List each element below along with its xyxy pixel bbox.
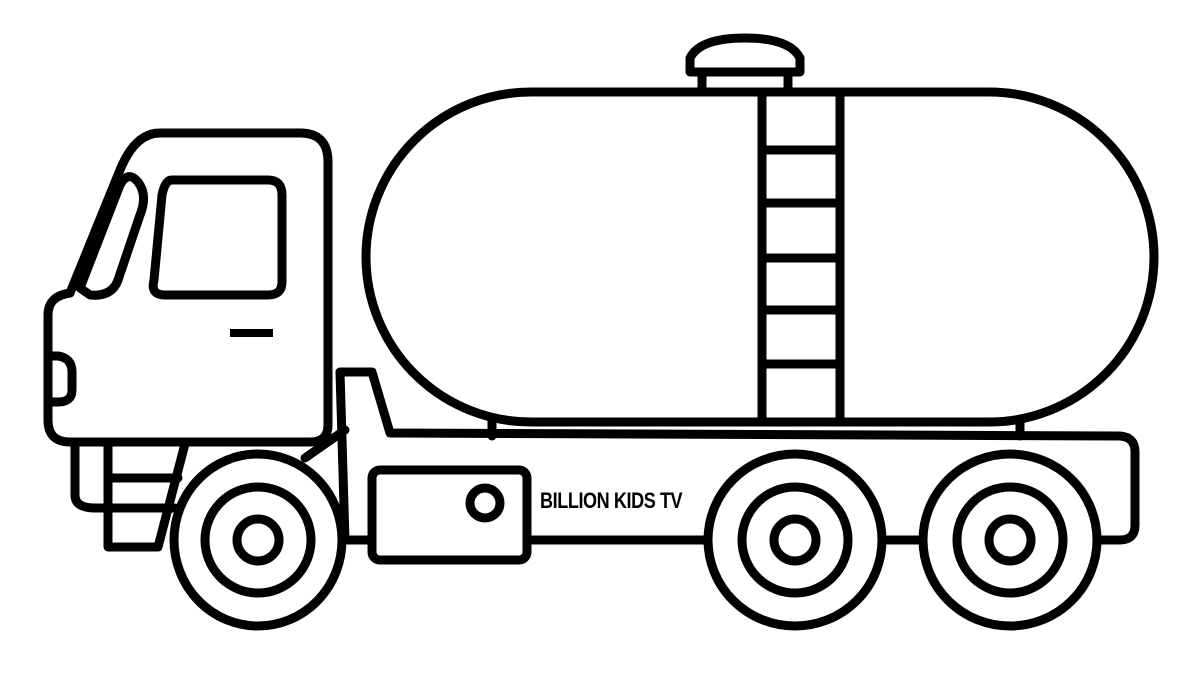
rear-wheel — [918, 449, 1102, 631]
cab-connector — [300, 425, 350, 463]
rear-wheel — [703, 449, 887, 631]
door-handle — [230, 329, 273, 337]
tank-ladder — [757, 89, 845, 425]
headlight — [45, 351, 77, 407]
fuel-cap — [465, 483, 505, 523]
tank-cap-lid — [685, 33, 805, 77]
windshield — [75, 172, 148, 300]
fuel-box — [367, 465, 532, 565]
cab-steps — [70, 435, 191, 552]
front-wheel — [169, 449, 347, 631]
watermark-text: BILLION KIDS TV — [540, 488, 683, 513]
cab-window — [148, 175, 287, 300]
